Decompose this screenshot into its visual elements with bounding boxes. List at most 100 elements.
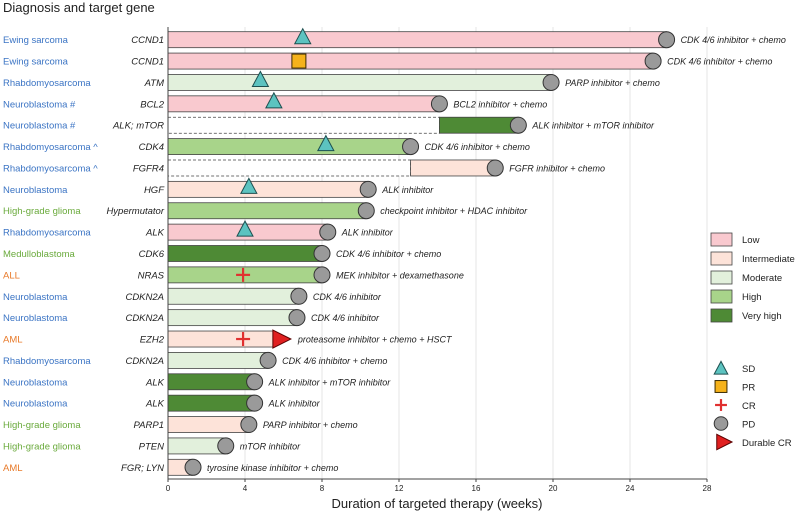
duration-bar-intermediate — [167, 416, 250, 433]
diagnosis-label: Medulloblastoma — [3, 249, 76, 260]
legend-label: PD — [742, 420, 755, 431]
legend-label: CR — [742, 401, 756, 412]
gene-label: FGFR4 — [133, 163, 164, 174]
pd-marker — [542, 73, 560, 91]
sd-marker — [236, 220, 254, 237]
duration-bar-none — [167, 159, 411, 177]
diagnosis-label: Neuroblastoma — [3, 377, 68, 388]
diagnosis-label: Neuroblastoma — [3, 313, 68, 324]
legend-item-very-high: Very high — [710, 308, 782, 323]
therapy-label: BCL2 inhibitor + chemo — [453, 99, 547, 109]
x-tick-label: 24 — [626, 484, 635, 493]
legend-label: PR — [742, 383, 755, 394]
sd-marker — [265, 91, 283, 109]
pd-marker — [288, 309, 306, 327]
therapy-label: mTOR inhibitor — [240, 441, 301, 451]
cr-marker — [236, 267, 251, 282]
gene-label: CCND1 — [131, 57, 164, 68]
therapy-label: CDK 4/6 inhibitor + chemo — [425, 142, 530, 152]
duration-bar-intermediate — [410, 159, 496, 177]
pd-marker — [313, 266, 331, 284]
diagnosis-label: Rhabdomyosarcoma — [3, 356, 91, 367]
legend-item-cr: CR — [715, 399, 756, 412]
pd-marker — [319, 223, 337, 241]
cr-marker — [236, 332, 251, 347]
diagnosis-label: Rhabdomyosarcoma ^ — [3, 142, 98, 153]
therapy-label: proteasome inhibitor + chemo + HSCT — [297, 335, 453, 345]
duration-bar-intermediate — [167, 330, 275, 348]
x-tick-label: 0 — [166, 484, 171, 493]
pd-marker — [357, 202, 375, 220]
diagnosis-label: Rhabdomyosarcoma — [3, 78, 91, 89]
gene-label: CDK6 — [139, 249, 165, 260]
therapy-label: CDK 4/6 inhibitor + chemo — [667, 57, 772, 67]
therapy-label: CDK 4/6 inhibitor + chemo — [282, 356, 387, 366]
therapy-label: ALK inhibitor — [381, 185, 434, 195]
pd-marker — [713, 416, 729, 431]
durable-cr-marker — [272, 329, 292, 349]
pd-marker — [217, 437, 235, 455]
legend-item-low: Low — [710, 232, 760, 247]
patient-row: Ewing sarcoma CCND1 CDK 4/6 inhibitor + ch… — [3, 52, 772, 70]
diagnosis-label: AML — [3, 463, 23, 474]
pd-marker — [290, 287, 308, 305]
duration-bar-moderate — [167, 287, 300, 305]
duration-bar-very-high — [167, 373, 256, 391]
diagnosis-label: High-grade glioma — [3, 206, 81, 217]
therapy-label: checkpoint inhibitor + HDAC inhibitor — [380, 206, 528, 216]
legend-swatch — [710, 289, 733, 304]
gene-label: ALK — [145, 228, 165, 239]
legend-label: High — [742, 292, 762, 303]
duration-bar-none — [167, 116, 440, 134]
diagnosis-label: Rhabdomyosarcoma ^ — [3, 163, 98, 174]
diagnosis-label: High-grade glioma — [3, 420, 81, 431]
gene-label: Hypermutator — [106, 206, 164, 217]
gene-label: PTEN — [139, 441, 164, 452]
legend-swatch — [710, 232, 733, 247]
durable-cr-marker — [716, 433, 734, 451]
pd-marker — [644, 52, 662, 70]
therapy-label: CDK 4/6 inhibitor — [311, 313, 380, 323]
diagnosis-label: AML — [3, 335, 23, 346]
duration-bar-very-high — [167, 394, 256, 412]
legend-swatch — [710, 270, 733, 285]
diagnosis-label: Ewing sarcoma — [3, 57, 69, 68]
pd-marker — [402, 138, 420, 156]
therapy-label: tyrosine kinase inhibitor + chemo — [207, 463, 338, 473]
gene-label: CDKN2A — [125, 313, 164, 324]
legend-item-moderate: Moderate — [710, 270, 782, 285]
gene-label: ATM — [144, 78, 164, 89]
legend-item-pd: PD — [713, 416, 755, 431]
gene-label: CDK4 — [139, 142, 164, 153]
diagnosis-label: Neuroblastoma — [3, 399, 68, 410]
diagnosis-label: Neuroblastoma # — [3, 99, 76, 110]
diagnosis-label: Neuroblastoma — [3, 185, 68, 196]
x-tick-label: 12 — [395, 484, 404, 493]
therapy-label: MEK inhibitor + dexamethasone — [336, 270, 464, 280]
gene-label: CDKN2A — [125, 292, 164, 303]
legend-label: Durable CR — [742, 438, 792, 449]
gene-label: PARP1 — [134, 420, 164, 431]
legend-label: Moderate — [742, 273, 782, 284]
duration-bar-high — [167, 202, 367, 220]
pd-marker — [359, 180, 377, 198]
therapy-label: ALK inhibitor — [341, 228, 394, 238]
gene-label: ALK — [145, 377, 165, 388]
therapy-label: CDK 4/6 inhibitor — [313, 292, 382, 302]
pd-marker — [509, 116, 527, 134]
gene-label: CCND1 — [131, 35, 164, 46]
chart-title: Diagnosis and target gene — [3, 0, 155, 15]
